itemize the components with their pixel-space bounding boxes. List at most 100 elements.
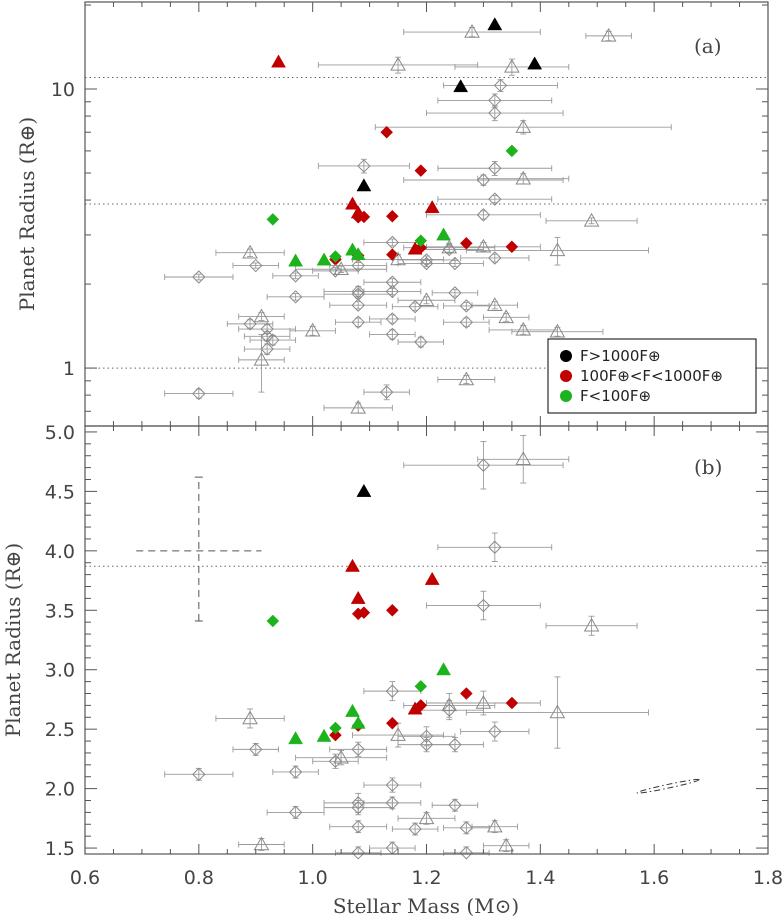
open-triangle-point — [583, 212, 600, 227]
filled-triangle-point — [436, 662, 452, 676]
open-diamond-point — [328, 754, 343, 768]
open-diamond-point — [288, 805, 303, 820]
open-diamond-point — [408, 299, 422, 314]
open-diamond-point — [260, 322, 274, 336]
open-triangle-point — [515, 321, 532, 336]
legend: F>1000F⊕100F⊕<F<1000F⊕F<100F⊕ — [547, 338, 757, 414]
error-bar — [443, 301, 490, 311]
legend-label: F<100F⊕ — [580, 387, 651, 405]
error-bar — [317, 56, 479, 74]
error-bar — [238, 333, 285, 393]
open-diamond-point — [357, 159, 371, 173]
open-triangle-point — [253, 836, 270, 851]
error-bar — [437, 195, 553, 204]
open-diamond-point — [459, 315, 474, 329]
error-bar — [363, 384, 410, 401]
open-diamond-point — [459, 299, 474, 313]
filled-triangle-point — [424, 200, 440, 214]
error-bar — [437, 375, 496, 385]
error-bar — [477, 435, 570, 484]
error-bar — [215, 708, 285, 729]
open-diamond-point — [385, 327, 400, 342]
filled-triangle-point — [345, 558, 360, 572]
filled-diamond-point — [266, 614, 280, 628]
open-diamond-point — [266, 333, 280, 347]
open-diamond-point — [488, 724, 502, 739]
legend-marker — [560, 390, 572, 402]
error-bar — [329, 301, 388, 310]
open-diamond-point — [476, 208, 491, 222]
open-triangle-point — [253, 351, 270, 366]
filled-triangle-point — [487, 17, 503, 31]
y-tick-label: 10 — [51, 79, 75, 101]
filled-diamond-point — [329, 728, 342, 742]
open-triangle-point — [390, 727, 406, 741]
open-triangle-point — [515, 170, 532, 185]
error-bar — [465, 236, 649, 266]
error-bar — [403, 27, 541, 38]
open-diamond-point — [448, 286, 462, 300]
open-diamond-point — [249, 258, 263, 273]
filled-diamond-point — [459, 687, 473, 700]
open-diamond-point — [459, 821, 474, 835]
error-bar — [454, 58, 570, 76]
open-diamond-point — [351, 258, 365, 273]
x-axis-title: Stellar Mass (M⊙) — [333, 894, 519, 918]
open-diamond-point — [414, 335, 428, 349]
panel-a-tag: (a) — [694, 34, 722, 58]
filled-triangle-point — [453, 79, 469, 93]
open-diamond-point — [448, 737, 462, 752]
open-diamond-point — [351, 742, 365, 757]
error-bar — [545, 615, 638, 636]
filled-diamond-point — [380, 125, 394, 139]
open-diamond-point — [351, 800, 365, 815]
error-bar — [215, 248, 285, 257]
error-bar — [363, 777, 422, 793]
error-bars — [164, 435, 649, 856]
filled-diamond-point — [414, 234, 428, 248]
threshold-lines — [85, 76, 768, 369]
panel-b-y-axis-title: Planet Radius (R⊕) — [1, 543, 25, 737]
error-bar — [238, 838, 285, 851]
filled-diamond-point — [505, 144, 519, 158]
filled-triangle-point — [271, 54, 286, 68]
error-bar — [437, 161, 553, 176]
open-triangle-point — [583, 617, 600, 632]
error-bar — [403, 441, 564, 490]
open-diamond-point — [260, 329, 274, 343]
y-tick-label: 4.5 — [45, 481, 75, 503]
open-triangle-point — [600, 27, 617, 42]
error-bar — [329, 741, 388, 757]
open-diamond-point — [351, 819, 365, 834]
open-triangle-point — [498, 309, 515, 324]
open-triangle-point — [549, 704, 566, 719]
filled-diamond-point — [351, 210, 365, 224]
open-diamond-point — [351, 846, 365, 860]
filled-triangle-point — [345, 703, 360, 717]
open-diamond-point — [249, 742, 263, 757]
error-bar — [471, 820, 519, 834]
open-triangle-point — [549, 323, 566, 338]
open-triangle-point — [486, 297, 503, 311]
error-bar — [272, 765, 319, 779]
x-tick-label: 1.2 — [411, 867, 441, 889]
open-triangle-point — [515, 119, 532, 133]
error-bar — [391, 302, 439, 311]
panel-b-frame — [84, 425, 769, 855]
error-bar — [266, 805, 325, 819]
error-bar — [585, 30, 632, 42]
open-diamond-point — [419, 737, 434, 752]
error-bar — [403, 174, 564, 186]
open-triangle-point — [464, 24, 480, 38]
error-bar — [397, 737, 456, 753]
open-diamond-point — [351, 796, 365, 810]
open-diamond-point — [288, 269, 303, 283]
open-diamond-point — [328, 264, 343, 278]
open-triangle-point — [418, 810, 435, 825]
y-tick-label: 2.0 — [45, 779, 75, 801]
error-bar — [488, 325, 558, 335]
open-diamond-point — [488, 161, 502, 175]
legend-box — [547, 338, 757, 414]
